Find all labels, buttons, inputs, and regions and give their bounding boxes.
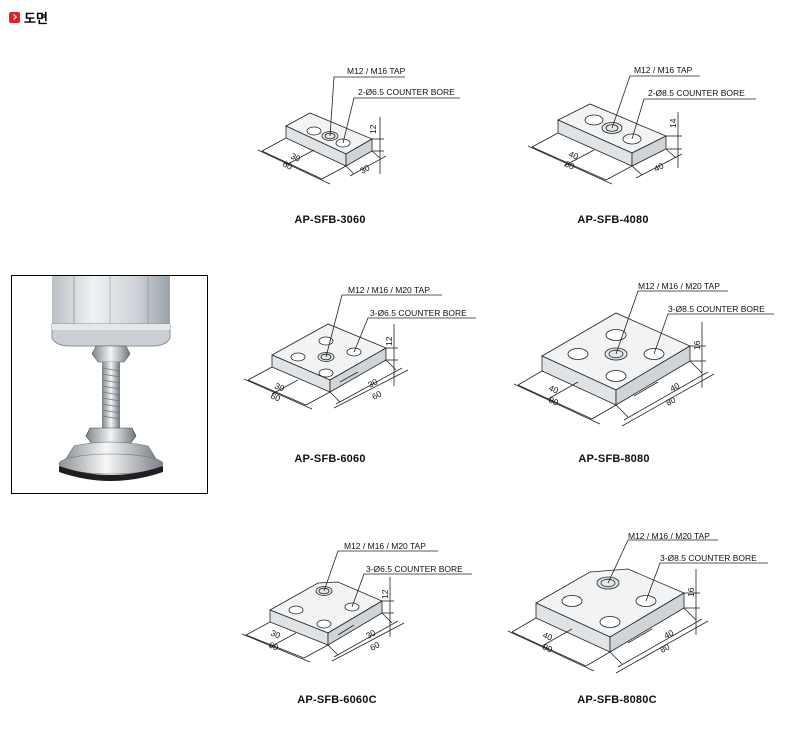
model-caption-4080: AP-SFB-4080 bbox=[577, 214, 649, 226]
bore-label-8080: 3-Ø8.5 COUNTER BORE bbox=[668, 304, 765, 314]
drawing-ap-sfb-8080c: M12 / M16 / M20 TAP 3-Ø8.5 COUNTER BORE … bbox=[507, 531, 768, 674]
dim-c-8080c: 40 bbox=[662, 627, 675, 640]
dim-a-6060: 30 bbox=[273, 381, 286, 394]
tap-label-4080: M12 / M16 TAP bbox=[634, 65, 693, 75]
height-label-8080: 16 bbox=[692, 340, 702, 350]
model-caption-6060c: AP-SFB-6060C bbox=[297, 694, 377, 706]
drawing-ap-sfb-6060c: M12 / M16 / M20 TAP 3-Ø6.5 COUNTER BORE … bbox=[241, 541, 472, 663]
tap-label-8080: M12 / M16 / M20 TAP bbox=[638, 281, 720, 291]
drawing-ap-sfb-8080: M12 / M16 / M20 TAP 3-Ø8.5 COUNTER BORE … bbox=[513, 281, 774, 427]
tap-label-6060c: M12 / M16 / M20 TAP bbox=[344, 541, 426, 551]
tap-label-6060: M12 / M16 / M20 TAP bbox=[348, 285, 430, 295]
red-chevron-icon bbox=[9, 11, 20, 23]
dim-a-8080: 40 bbox=[547, 383, 560, 396]
model-caption-8080c: AP-SFB-8080C bbox=[577, 694, 657, 706]
dim-d-8080c: 80 bbox=[658, 641, 671, 654]
tap-label-8080c: M12 / M16 / M20 TAP bbox=[628, 531, 710, 541]
height-label-6060c: 12 bbox=[380, 589, 390, 599]
dim-c-6060: 30 bbox=[366, 376, 379, 389]
dim-d-6060: 60 bbox=[370, 388, 383, 401]
drawing-ap-sfb-3060: M12 / M16 TAP 2-Ø6.5 COUNTER BORE 12 30 … bbox=[257, 66, 460, 185]
dim-a-4080: 40 bbox=[567, 149, 580, 162]
height-label-8080c: 16 bbox=[686, 587, 696, 597]
dim-c-6060c: 30 bbox=[364, 627, 377, 640]
dim-b-8080c: 80 bbox=[541, 642, 554, 655]
dim-b-4080: 80 bbox=[563, 159, 576, 172]
section-title: 도면 bbox=[24, 11, 48, 27]
model-caption-8080: AP-SFB-8080 bbox=[578, 453, 650, 465]
dim-d-6060c: 60 bbox=[368, 639, 381, 652]
dim-d-8080: 80 bbox=[664, 394, 677, 407]
dim-b-6060c: 60 bbox=[267, 640, 280, 653]
height-label-6060: 12 bbox=[384, 336, 394, 346]
bore-label-4080: 2-Ø8.5 COUNTER BORE bbox=[648, 88, 745, 98]
drawing-ap-sfb-4080: M12 / M16 TAP 2-Ø8.5 COUNTER BORE 14 40 … bbox=[527, 65, 756, 185]
dim-c-8080: 40 bbox=[668, 380, 681, 393]
dim-b-3060: 60 bbox=[281, 159, 294, 172]
bore-label-6060c: 3-Ø6.5 COUNTER BORE bbox=[366, 564, 463, 574]
height-label-3060: 12 bbox=[368, 124, 378, 134]
dim-b-8080: 80 bbox=[547, 395, 560, 408]
model-caption-6060: AP-SFB-6060 bbox=[294, 453, 366, 465]
bore-label-6060: 3-Ø6.5 COUNTER BORE bbox=[370, 308, 467, 318]
dim-a-3060: 30 bbox=[289, 151, 302, 164]
section-header: 도면 bbox=[9, 9, 48, 27]
drawing-ap-sfb-6060: M12 / M16 / M20 TAP 3-Ø6.5 COUNTER BORE … bbox=[243, 285, 476, 410]
bore-label-8080c: 3-Ø8.5 COUNTER BORE bbox=[660, 553, 757, 563]
product-photo bbox=[11, 275, 208, 494]
dim-b-6060: 60 bbox=[269, 391, 282, 404]
height-label-4080: 14 bbox=[668, 118, 678, 128]
dim-c-4080: 40 bbox=[652, 160, 665, 173]
model-caption-3060: AP-SFB-3060 bbox=[294, 214, 366, 226]
tap-label-3060: M12 / M16 TAP bbox=[347, 66, 406, 76]
dim-c-3060: 30 bbox=[358, 162, 371, 175]
bore-label-3060: 2-Ø6.5 COUNTER BORE bbox=[358, 87, 455, 97]
dim-a-8080c: 40 bbox=[541, 630, 554, 643]
leveling-foot-image bbox=[51, 276, 171, 481]
dim-a-6060c: 30 bbox=[269, 628, 282, 641]
